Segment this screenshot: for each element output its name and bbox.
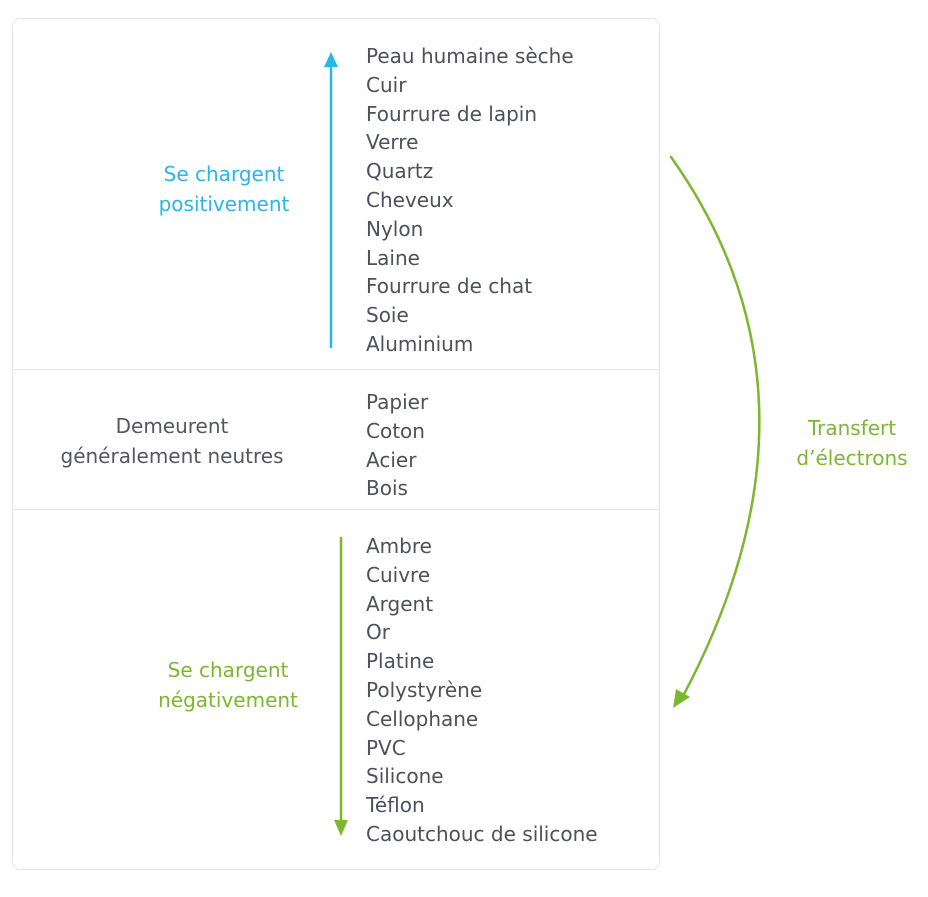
triboelectric-series-table [12,18,660,870]
negative-materials-list: Ambre Cuivre Argent Or Platine Polystyrè… [366,532,598,849]
list-item: Platine [366,649,435,674]
list-item: Cuivre [366,562,431,587]
list-item: Nylon [366,216,424,241]
label-neutral-line1: Demeurent [115,414,229,438]
list-item: Soie [366,303,409,328]
list-item: PVC [366,735,406,760]
list-item: Peau humaine sèche [366,44,574,68]
label-positive-line2: positivement [158,192,290,216]
label-negative-line1: Se chargent [167,658,289,682]
label-positive-line1: Se chargent [163,162,285,186]
arrow-up-icon [324,52,338,349]
transfer-label-line2: d’électrons [796,446,908,470]
list-item: Fourrure de lapin [366,101,538,126]
label-neutral: Demeurent généralement neutres [22,411,322,471]
list-item: Verre [366,130,419,155]
positive-materials-list: Peau humaine sèche Cuir Fourrure de lapi… [366,42,574,359]
list-item: Coton [366,418,425,443]
list-item: Cheveux [366,187,454,212]
neutral-materials-list: Papier Coton Acier Bois [366,388,428,503]
list-item: Argent [366,591,434,616]
curved-arrow-icon [669,155,761,708]
transfer-label-line1: Transfert [807,416,897,440]
list-item: Aluminium [366,331,474,356]
list-item: Cuir [366,72,407,97]
list-item: Polystyrène [366,677,483,702]
section-divider-bottom [12,509,660,510]
label-charge-positive: Se chargent positivement [74,159,374,219]
list-item: Cellophane [366,706,479,731]
arrow-down-icon [334,536,348,836]
label-charge-negative: Se chargent négativement [78,655,378,715]
list-item: Téflon [366,793,425,818]
list-item: Or [366,620,390,645]
list-item: Quartz [366,159,434,184]
list-item: Acier [366,447,417,472]
list-item: Caoutchouc de silicone [366,821,598,846]
label-negative-line2: négativement [158,688,298,712]
electron-transfer-label: Transfert d’électrons [762,413,928,473]
list-item: Papier [366,390,429,414]
list-item: Ambre [366,534,432,558]
section-divider-top [12,369,660,370]
list-item: Bois [366,476,408,501]
label-neutral-line2: généralement neutres [60,444,284,468]
list-item: Fourrure de chat [366,274,533,299]
list-item: Laine [366,245,420,270]
list-item: Silicone [366,764,444,789]
